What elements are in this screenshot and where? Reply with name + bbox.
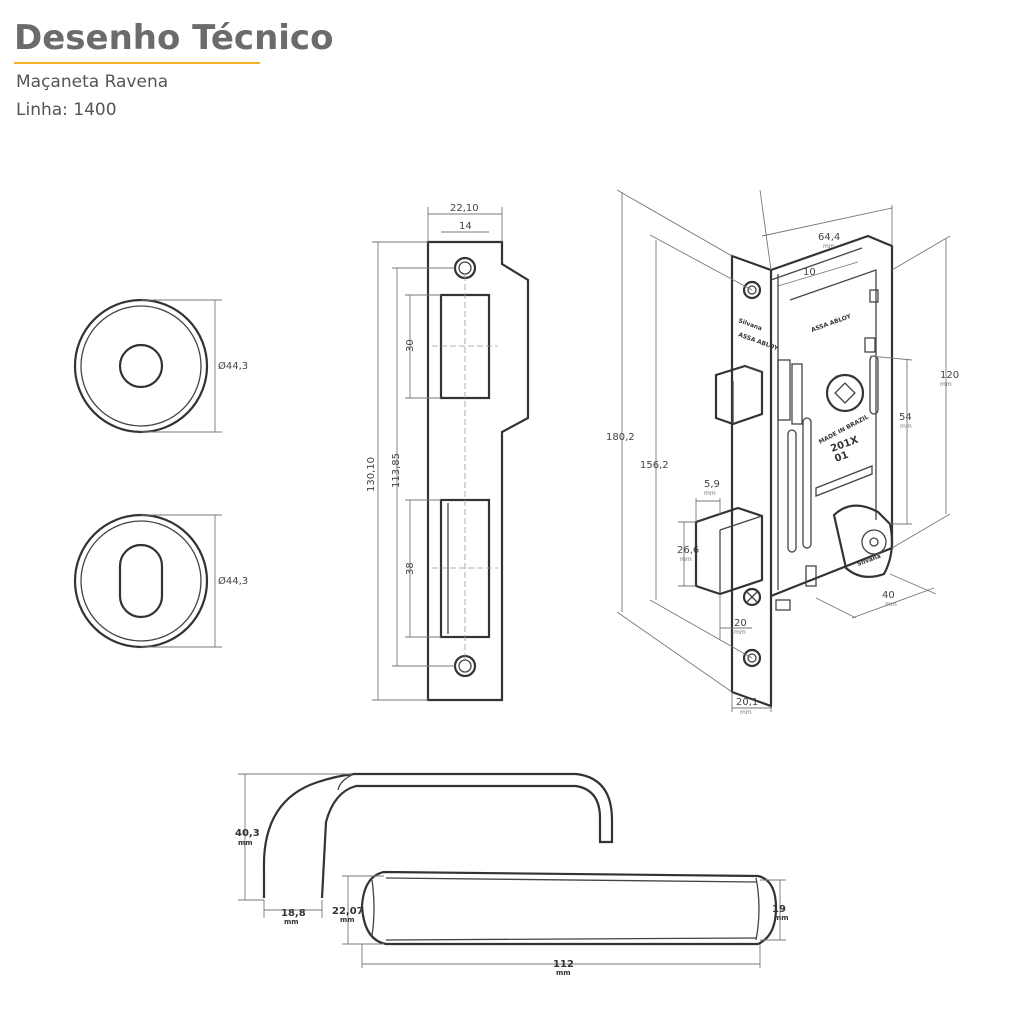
lock-handle-to-cylinder: 54	[899, 412, 912, 423]
handle-grip-front: 22,07	[332, 906, 364, 917]
lock-front-offset: 20	[734, 618, 747, 629]
svg-text:mm: mm	[556, 969, 571, 977]
faceplate-brand: Silvana	[737, 317, 763, 332]
svg-text:mm: mm	[284, 918, 299, 926]
lock-faceplate-width: 20,1	[736, 697, 758, 708]
svg-text:mm: mm	[740, 709, 752, 716]
lock-body-height: 120	[940, 370, 959, 381]
svg-text:mm: mm	[940, 381, 952, 388]
svg-text:mm: mm	[340, 916, 355, 924]
handle-height: 40,3	[235, 828, 260, 839]
strike-upper-opening: 30	[405, 339, 416, 352]
svg-text:mm: mm	[900, 423, 912, 430]
svg-text:mm: mm	[238, 839, 253, 847]
svg-text:mm: mm	[704, 490, 716, 497]
handle-lever: 40,3 mm 18,8 mm 22,07 mm 19 mm 112 mm	[235, 772, 789, 977]
lock-latch-width: 5,9	[704, 479, 720, 490]
strike-plate: 22,10 14 130,10 113,85 30 38	[366, 203, 530, 702]
product-name: Maçaneta Ravena	[16, 72, 169, 92]
strike-lower-opening: 38	[405, 562, 416, 575]
svg-text:mm: mm	[774, 914, 789, 922]
handle-length: 112	[553, 959, 574, 970]
handle-grip-back: 19	[772, 904, 786, 915]
lock-height-total: 180,2	[606, 432, 635, 443]
rosette-oval-diameter: Ø44,3	[218, 575, 248, 587]
lock-depth: 64,4	[818, 232, 840, 243]
svg-text:mm: mm	[823, 243, 835, 250]
rosette-oval: Ø44,3	[73, 513, 248, 649]
strike-width-outer: 22,10	[450, 203, 479, 214]
handle-rose-depth: 18,8	[281, 908, 306, 919]
body-assa-label: ASSA ABLOY	[810, 313, 852, 334]
svg-text:mm: mm	[680, 556, 692, 563]
svg-text:mm: mm	[734, 629, 746, 636]
body-code: 01	[833, 450, 850, 465]
lock-cylinder-backset: 40	[882, 590, 895, 601]
rosette-round: Ø44,3	[73, 298, 248, 434]
cylinder-brand: Silvana	[856, 553, 882, 568]
lock-backset-top: 10	[803, 267, 816, 278]
strike-hole-spacing: 113,85	[391, 453, 402, 488]
lock-body: Silvana ASSA ABLOY ASSA ABLOY MADE IN BR…	[606, 189, 959, 716]
svg-text:mm: mm	[885, 601, 897, 608]
product-line: Linha: 1400	[16, 100, 117, 120]
lock-latch-height: 26,6	[677, 545, 699, 556]
lock-hole-spacing: 156,2	[640, 460, 669, 471]
title-underline	[14, 62, 260, 64]
faceplate-assa: ASSA ABLOY	[737, 331, 779, 352]
strike-height-total: 130,10	[366, 457, 377, 492]
rosette-round-diameter: Ø44,3	[218, 360, 248, 372]
strike-width-inner: 14	[459, 221, 472, 232]
page-title: Desenho Técnico	[14, 18, 334, 58]
